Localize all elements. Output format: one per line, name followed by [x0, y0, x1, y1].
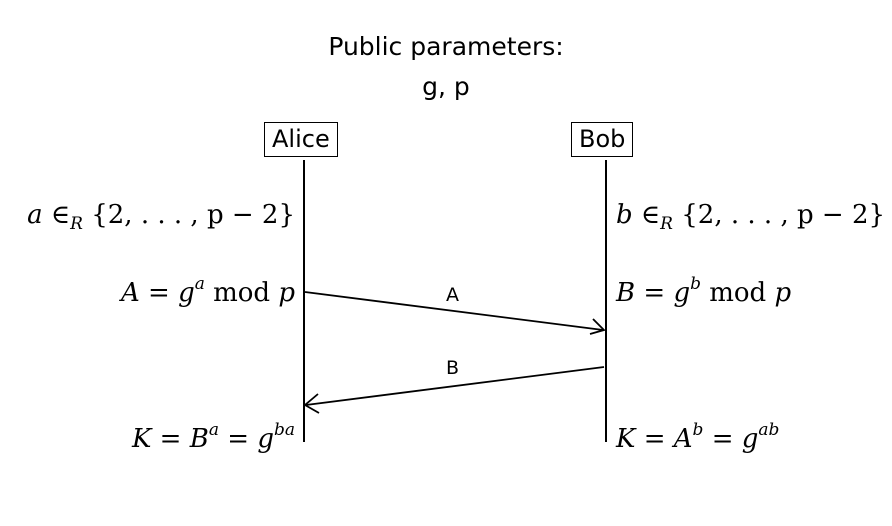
alice-shared-key: K = Ba = gba [131, 420, 295, 455]
message-a-label: A [446, 284, 459, 306]
bob-lifeline [605, 160, 607, 442]
participant-bob-box: Bob [571, 122, 634, 157]
message-b-label: B [446, 357, 460, 379]
message-a-arrowhead [589, 318, 606, 335]
public-parameters-title: Public parameters: [328, 32, 564, 61]
public-parameters-values: g, p [422, 72, 470, 101]
message-a-arrow-line [304, 291, 604, 331]
alice-public-value: A = ga mod p [120, 274, 295, 309]
bob-public-value: B = gb mod p [616, 274, 792, 309]
alice-lifeline [303, 160, 305, 442]
bob-shared-key: K = Ab = gab [616, 420, 780, 455]
message-b-arrowhead [303, 393, 320, 414]
participant-alice-box: Alice [264, 122, 338, 157]
alice-secret-choice: a ∈R {2, . . . , p − 2} [27, 200, 295, 234]
message-b-arrow-line [305, 366, 605, 406]
bob-secret-choice: b ∈R {2, . . . , p − 2} [616, 200, 886, 234]
